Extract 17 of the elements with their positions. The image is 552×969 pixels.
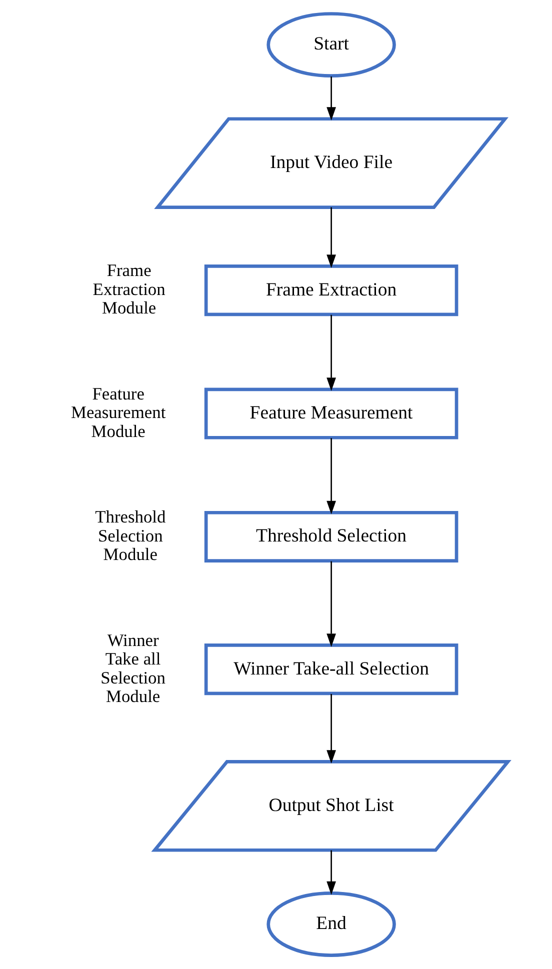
arrow (326, 438, 336, 514)
node-box: Frame Extraction (204, 264, 458, 316)
node-ellipse: Start (266, 12, 396, 78)
arrow (326, 850, 336, 895)
node-box: Threshold Selection (204, 510, 458, 563)
arrow (326, 694, 336, 764)
arrow (326, 76, 336, 121)
node-label: Feature Measurement Module (70, 383, 166, 441)
node-box: Winner Take-all Selection (204, 644, 458, 696)
node-label: Winner Take all Selection Module (100, 630, 165, 706)
node-box: Feature Measurement (204, 388, 458, 440)
arrow (326, 207, 336, 268)
node-ellipse: End (266, 892, 396, 957)
node-label: Frame Extraction Module (92, 260, 165, 318)
arrow (326, 561, 336, 647)
arrow (326, 314, 336, 392)
node-label: Threshold Selection Module (94, 506, 166, 564)
